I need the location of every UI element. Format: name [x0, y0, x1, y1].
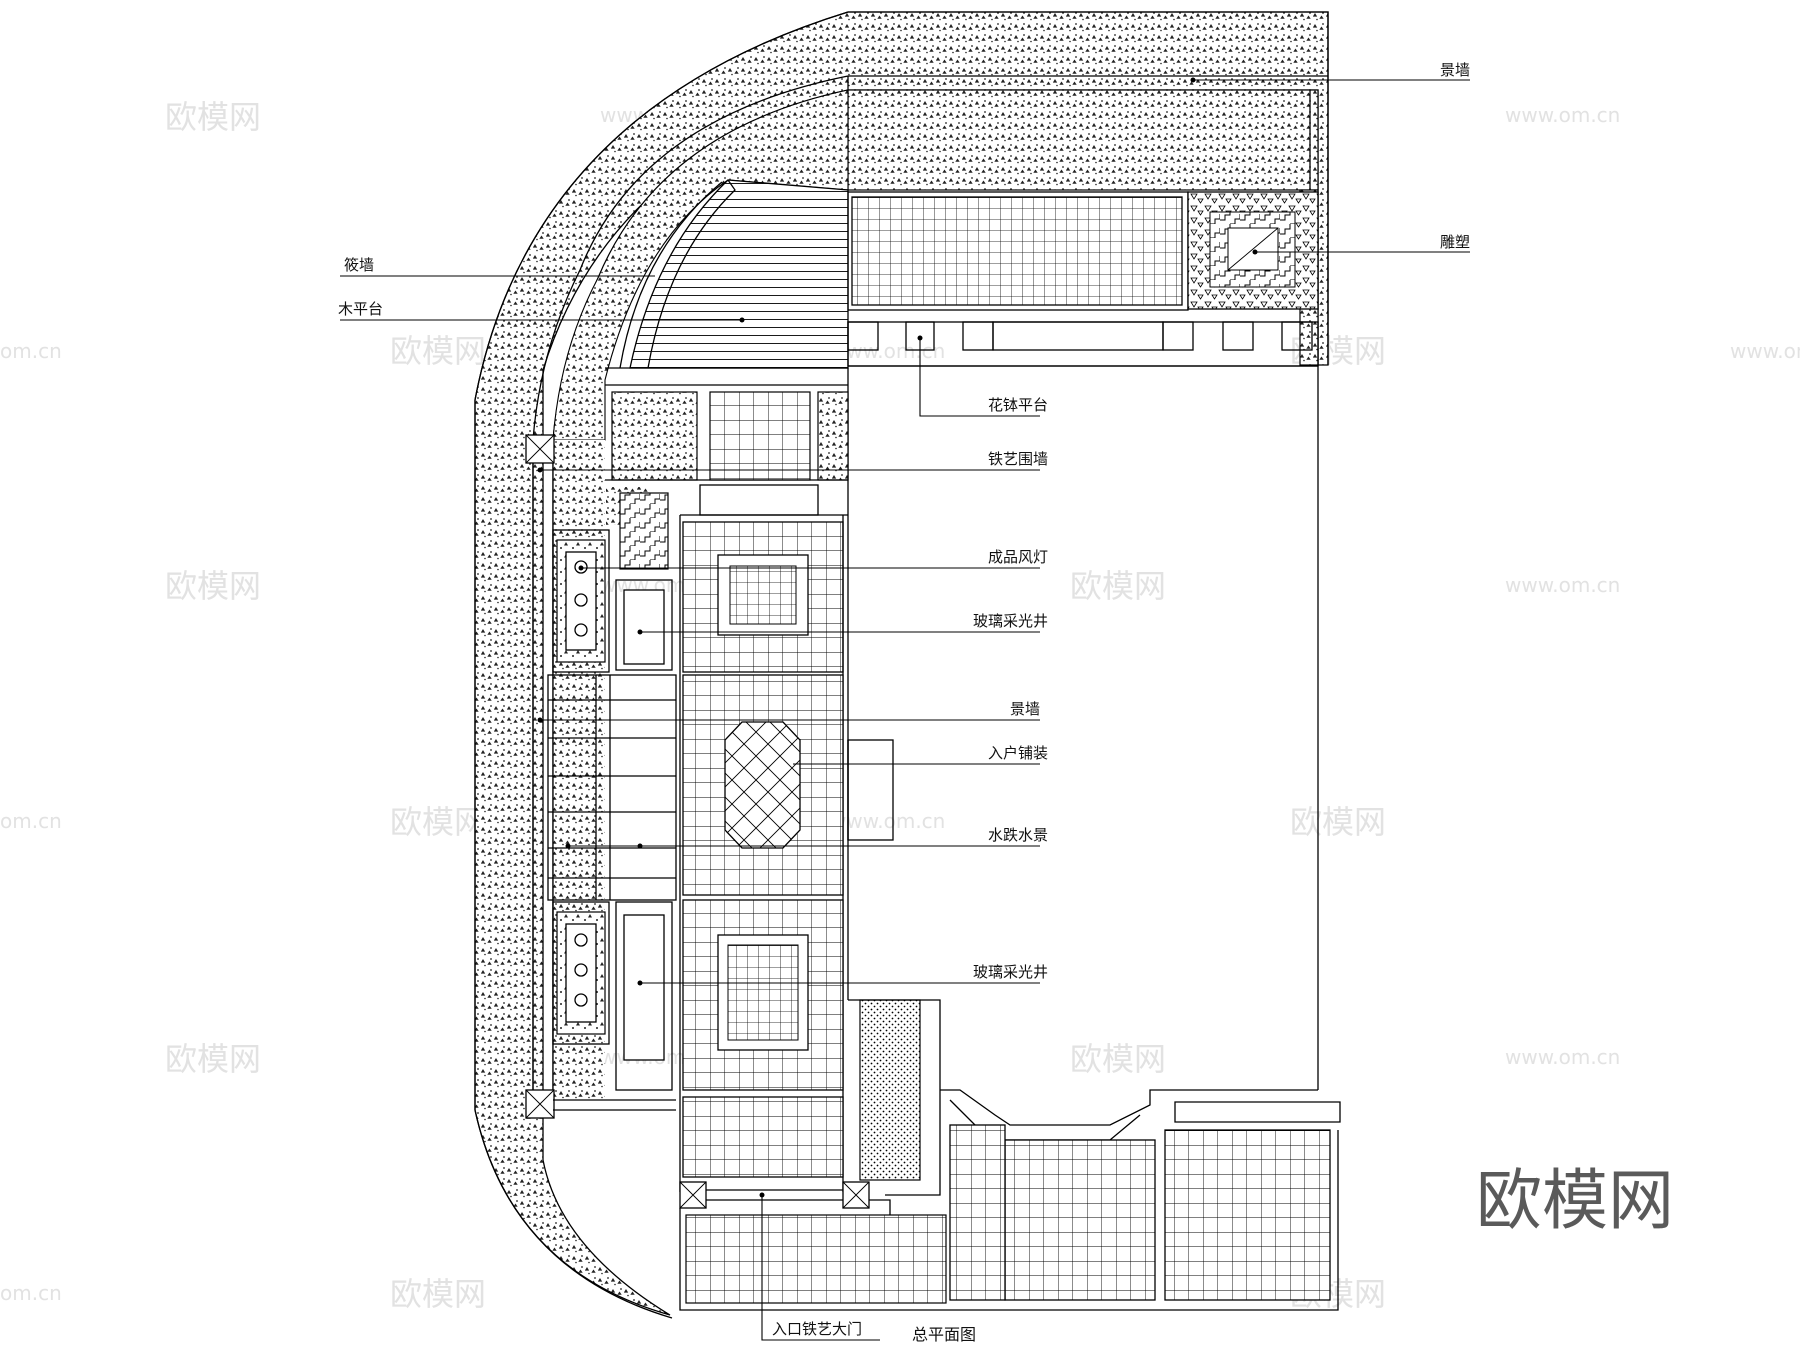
label-landscape-wall-mid: 景墙 [1010, 701, 1040, 718]
label-flower-pot-platform: 花钵平台 [988, 397, 1048, 414]
watermark-brand: 欧模网 [1070, 1040, 1166, 1078]
watermark-url: www.om.cn [1730, 339, 1800, 363]
label-wall: 筱墙 [344, 257, 374, 274]
watermark-brand: 欧模网 [1070, 567, 1166, 605]
watermark-url: www.om.cn [1505, 103, 1620, 127]
label-entrance-gate: 入口铁艺大门 [772, 1321, 862, 1338]
label-wood-deck: 木平台 [338, 301, 383, 318]
watermark-brand: 欧模网 [390, 332, 486, 370]
watermark-brand-large: 欧模网 [1476, 1162, 1674, 1239]
label-sculpture: 雕塑 [1440, 234, 1470, 251]
leader-lines [340, 77, 1470, 1341]
watermark-url: www.om.cn [830, 809, 945, 833]
watermark-url: om.cn [0, 809, 62, 833]
label-iron-fence: 铁艺围墙 [988, 451, 1048, 468]
label-entrance-paving: 入户铺装 [988, 745, 1048, 762]
watermark-brand: 欧模网 [165, 1040, 261, 1078]
label-glass-skylight-1: 玻璃采光井 [973, 613, 1048, 630]
watermark-brand: 欧模网 [390, 1275, 486, 1313]
watermark-brand: 欧模网 [165, 98, 261, 136]
label-glass-skylight-2: 玻璃采光井 [973, 964, 1048, 981]
drawing-title: 总平面图 [912, 1326, 976, 1344]
watermark-brand: 欧模网 [165, 567, 261, 605]
watermark-url: www.om.cn [1505, 573, 1620, 597]
watermark-url: www.om.cn [1505, 1045, 1620, 1069]
label-lantern: 成品风灯 [988, 549, 1048, 566]
watermark-url: om.cn [0, 1281, 62, 1305]
label-landscape-wall-top: 景墙 [1440, 62, 1470, 79]
watermark-brand: 欧模网 [390, 803, 486, 841]
label-water-feature: 水跌水景 [988, 827, 1048, 844]
watermark-url: www.om.cn [830, 339, 945, 363]
watermark-url: om.cn [0, 339, 62, 363]
watermark-brand: 欧模网 [1290, 803, 1386, 841]
entrance-paving-diamond [724, 721, 801, 849]
